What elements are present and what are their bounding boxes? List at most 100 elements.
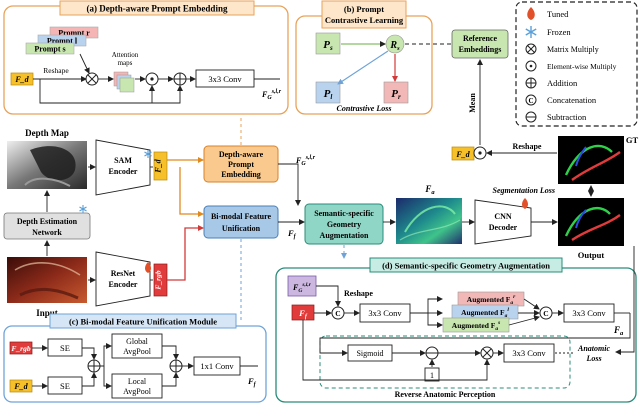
svg-text:1: 1 [430,371,434,380]
prompt-l-label: Prompt l [47,37,78,46]
frgb-tag-c-text: F_rgb [11,344,30,353]
conv-a-box [195,69,255,88]
ref-label-2: Embeddings [459,45,502,54]
fd-tag-right-text: F_d [455,150,470,159]
dape-label-3: Embedding [221,170,261,179]
ff-tag-d-text: Ff [298,308,308,320]
pl-box [315,81,341,104]
rs-node [385,34,405,54]
resnet-label-1: ResNet [111,269,136,278]
pr-text: Pr [391,88,401,101]
sam-frozen-icon [144,150,152,158]
concat-legend-icon: C [525,94,537,106]
panel-a-frame [3,5,289,115]
global-avgpool-box [111,333,163,359]
aug-s-label: Augmented Fas [452,320,500,332]
panel-d-frame [275,267,637,403]
global-label-2: AvgPool [123,347,152,356]
sam-encoder [95,139,151,196]
panel-b-title-2: Contrastive Learning [325,15,404,25]
gt-label: GT [626,135,639,145]
fd-tag-main [153,151,168,181]
ssga-label-3: Augmentation [320,231,369,240]
legend-frozen: Frozen [547,27,571,37]
anatomic-loss-2: Loss [585,354,601,363]
ff-label-c: Ff [247,376,257,388]
prompt-s-label: Prompt s [34,45,65,54]
subtraction-legend-icon [525,111,537,123]
aug-r-label: Augmented Far [467,294,516,306]
legend-concat: Concatenation [547,95,597,105]
seg-loss-label: Segmentation Loss [493,186,555,195]
resnet-tuned-icon [145,262,151,273]
panel-a-title: (a) Depth-aware Prompt Embedding [87,4,228,14]
one-box [424,367,440,382]
ssga-label-1: Semantic-specific [314,209,374,218]
bfu-label-2: Unification [222,224,261,233]
sam-label-1: SAM [114,156,132,165]
fd-tag-main-text: F_d [154,158,163,173]
ssga-label-2: Geometry [327,220,361,229]
panel-c-title: (c) Bi-modal Feature Unification Module [69,317,217,327]
input-label: Input [36,308,58,318]
attention-label-2: maps [118,59,133,67]
fa-label-d: Fa [613,325,624,337]
legend-tuned: Tuned [547,9,569,19]
local-label-2: AvgPool [123,387,152,396]
cnn-tuned-icon [522,198,528,209]
depth-estimation-box [3,212,91,240]
output-label: Output [578,250,605,260]
dape-label-2: Prompt [228,160,254,169]
ps-box [315,32,341,55]
reshape-main: Reshape [513,142,542,151]
local-label-1: Local [128,377,147,386]
conv-d3-box [503,343,555,363]
depth-est-label-2: Network [32,228,62,237]
ps-text: Ps [323,39,333,52]
se-label-1: SE [60,343,70,353]
svg-text:C: C [528,97,533,105]
frozen-icon [525,26,537,38]
prompt-r-label: Prompt r [58,29,90,38]
pl-text: Pl [324,88,333,101]
reshape-a: Reshape [43,66,69,75]
resnet-encoder [95,251,151,307]
global-label-1: Global [126,337,149,346]
gt-image [558,136,624,184]
panel-d-title-box [369,257,563,273]
svg-text:C: C [335,309,340,318]
elemmul-legend-icon [525,60,537,72]
ssga-box [304,203,384,245]
anatomic-loss-1: Anatomic [577,344,610,353]
cnn-label-1: CNN [494,212,512,221]
reference-embeddings-box [451,29,509,59]
legend-addition: Addition [547,78,578,88]
output-image [558,198,624,246]
aug-l-label: Augmented Fal [461,307,509,319]
fd-tag-c-text: F_d [13,382,28,391]
legend-frame [515,1,638,127]
panel-d-title: (d) Semantic-specific Geometry Augmentat… [382,261,550,271]
depth-est-frozen-icon [79,205,87,213]
conv-d3-label: 3x3 Conv [512,348,546,358]
pr-box [383,81,409,104]
panel-c-title-box [49,313,237,329]
resnet-label-2: Encoder [109,280,138,289]
reshape-d: Reshape [344,289,373,298]
panel-a-title-box [59,0,255,16]
tuned-icon [527,7,535,20]
bfu-label-1: Bi-modal Feature [211,212,272,221]
local-avgpool-box [111,373,163,399]
cnn-decoder [474,199,532,245]
rap-label: Reverse Anatomic Perception [395,390,496,399]
fd-tag-a-text: F_d [14,75,29,84]
svg-text:C: C [543,309,548,318]
panel-b-title-1: (b) Prompt [344,4,384,14]
cnn-label-2: Decoder [489,223,518,232]
attn-map-s [119,77,135,93]
sam-label-2: Encoder [109,167,138,176]
contrastive-loss: Contrastive Loss [337,104,392,113]
rs-text: Rs [389,40,400,52]
conv-d1-label: 3x3 Conv [368,308,402,318]
legend-subtraction: Subtraction [547,112,587,122]
